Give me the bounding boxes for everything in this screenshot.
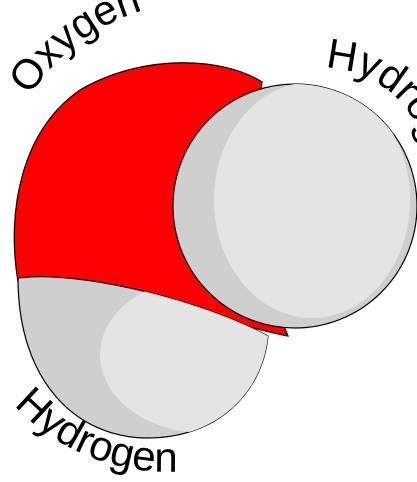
hydrogen-right-highlight: [214, 82, 410, 318]
hydrogen-right-atom: [173, 82, 417, 328]
